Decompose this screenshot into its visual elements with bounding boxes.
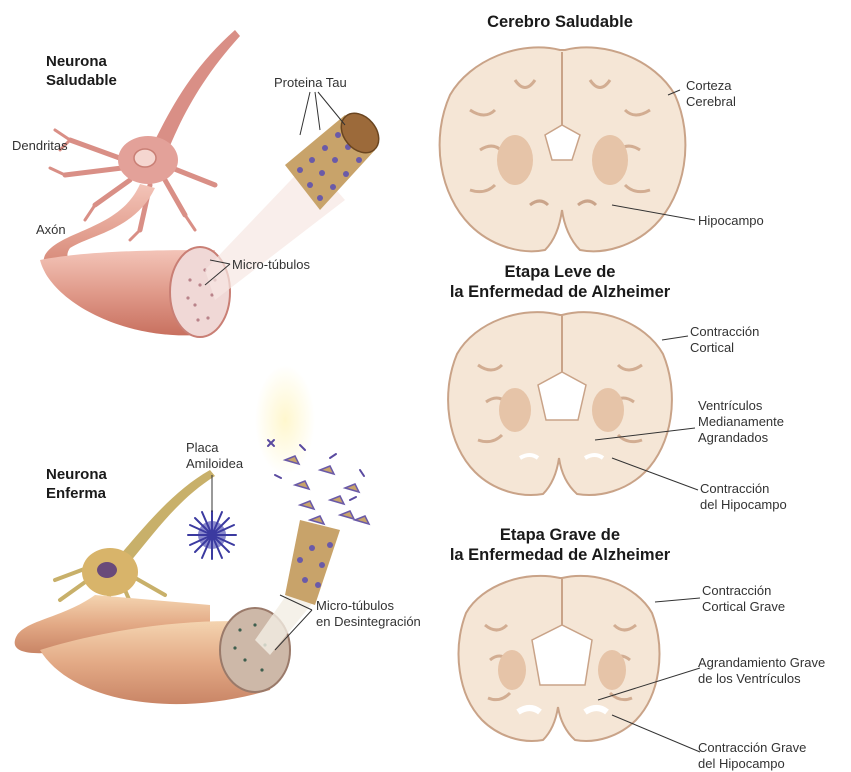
label-axon: Axón <box>36 222 66 238</box>
label-microtubules: Micro-túbulos <box>232 257 310 273</box>
label-vent-line3: Agrandados <box>698 430 784 446</box>
label-severe-ventricles: Agrandamiento Grave de los Ventrículos <box>698 655 825 687</box>
label-severe-vent-line1: Agrandamiento Grave <box>698 655 825 671</box>
severe-stage-title-line1: Etapa Grave de <box>400 525 720 545</box>
sick-neuron-illustration <box>15 365 369 704</box>
label-severe-vent-line2: de los Ventrículos <box>698 671 825 687</box>
label-severe-cortical-line2: Cortical Grave <box>702 599 785 615</box>
label-disintegrating-line2: en Desintegración <box>316 614 421 630</box>
label-severe-hippo-line1: Contracción Grave <box>698 740 806 756</box>
brain-healthy <box>440 47 695 251</box>
label-moderate-ventricles: Ventrículos Medianamente Agrandados <box>698 398 784 446</box>
label-hippo-line2: del Hipocampo <box>700 497 787 513</box>
label-cortex-line1: Corteza <box>686 78 736 94</box>
label-dendrites: Dendritas <box>12 138 68 154</box>
sick-neuron-title: Neurona Enferma <box>46 465 107 503</box>
sick-neuron-title-line2: Enferma <box>46 484 107 503</box>
label-vent-line2: Medianamente <box>698 414 784 430</box>
label-cortical-line2: Cortical <box>690 340 759 356</box>
sick-neuron-title-line1: Neurona <box>46 465 107 484</box>
label-disintegrating-microtubules: Micro-túbulos en Desintegración <box>316 598 421 630</box>
mild-stage-title: Etapa Leve de la Enfermedad de Alzheimer <box>400 262 720 302</box>
label-hippocampus-contraction: Contracción del Hipocampo <box>700 481 787 513</box>
label-amyloid-plaque-line1: Placa <box>186 440 243 456</box>
label-severe-cortical: Contracción Cortical Grave <box>702 583 785 615</box>
healthy-neuron-title: Neurona Saludable <box>46 52 117 90</box>
label-amyloid-plaque: Placa Amiloidea <box>186 440 243 472</box>
label-cortex-line2: Cerebral <box>686 94 736 110</box>
label-disintegrating-line1: Micro-túbulos <box>316 598 421 614</box>
label-amyloid-plaque-line2: Amiloidea <box>186 456 243 472</box>
severe-stage-title: Etapa Grave de la Enfermedad de Alzheime… <box>400 525 720 565</box>
healthy-brain-title: Cerebro Saludable <box>460 12 660 32</box>
amyloid-plaque-icon <box>188 511 236 559</box>
label-vent-line1: Ventrículos <box>698 398 784 414</box>
healthy-neuron-title-line1: Neurona <box>46 52 117 71</box>
label-hippocampus: Hipocampo <box>698 213 764 229</box>
label-hippo-line1: Contracción <box>700 481 787 497</box>
brain-severe <box>459 576 700 752</box>
healthy-neuron-title-line2: Saludable <box>46 71 117 90</box>
label-cerebral-cortex: Corteza Cerebral <box>686 78 736 110</box>
brain-mild <box>448 312 698 495</box>
mild-stage-title-line2: la Enfermedad de Alzheimer <box>400 282 720 302</box>
mild-stage-title-line1: Etapa Leve de <box>400 262 720 282</box>
severe-stage-title-line2: la Enfermedad de Alzheimer <box>400 545 720 565</box>
label-cortical-line1: Contracción <box>690 324 759 340</box>
label-tau-protein: Proteina Tau <box>274 75 347 91</box>
label-severe-hippocampus: Contracción Grave del Hipocampo <box>698 740 806 772</box>
label-severe-cortical-line1: Contracción <box>702 583 785 599</box>
label-cortical-contraction: Contracción Cortical <box>690 324 759 356</box>
label-severe-hippo-line2: del Hipocampo <box>698 756 806 772</box>
